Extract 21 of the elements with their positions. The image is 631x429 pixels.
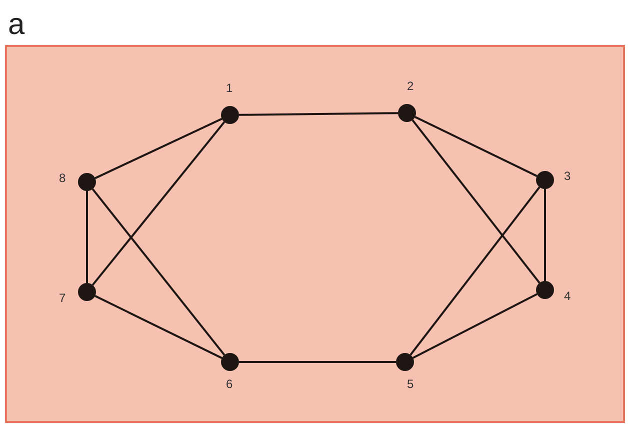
edge-line (86, 191, 88, 283)
edge-line (414, 116, 538, 177)
edge-line (412, 119, 540, 284)
edge-line (544, 189, 546, 281)
panel-letter: a (8, 10, 25, 40)
edge-line (92, 121, 226, 286)
edge-line (94, 118, 222, 180)
vertex-number: 6 (226, 378, 233, 390)
edge-line (92, 188, 226, 356)
edge-line (238, 112, 398, 116)
vertex-number: 3 (564, 170, 571, 182)
vertex-number: 7 (59, 292, 66, 304)
vertex-number: 8 (59, 172, 66, 184)
vertex-number: 5 (407, 378, 414, 390)
edge-line (410, 186, 540, 356)
edge-line (94, 295, 222, 359)
vertex-number: 2 (407, 80, 414, 92)
edge-line (412, 293, 538, 359)
vertex-number: 4 (564, 290, 571, 302)
edge-line (239, 361, 396, 363)
vertex-number: 1 (226, 82, 233, 94)
